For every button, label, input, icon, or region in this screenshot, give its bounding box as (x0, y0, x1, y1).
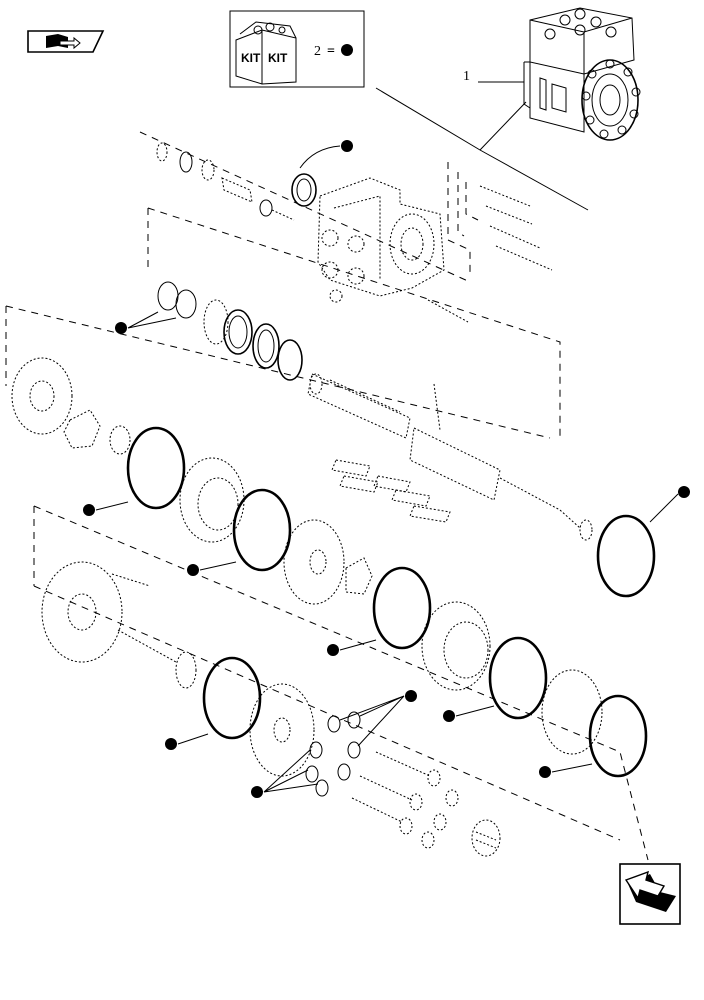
previous-page-button[interactable] (27, 30, 105, 53)
kit-equals: = (327, 44, 335, 59)
washers-top-bullet-icon (405, 690, 417, 702)
spool-group (5, 131, 593, 541)
oring-rotor-bullet-icon (187, 564, 199, 576)
oring-end-bullet-icon (539, 766, 551, 778)
oring-top-right-bullet-icon (678, 486, 690, 498)
oring-left-bullet-icon (83, 504, 95, 516)
end-cap-group (33, 506, 621, 857)
kit-box-icon: KIT KIT (235, 21, 297, 85)
kit-label-right: KIT (268, 51, 288, 65)
next-page-button[interactable] (619, 863, 681, 925)
oring-distributor-bullet-icon (327, 644, 339, 656)
oring-endcap-bullet-icon (165, 738, 177, 750)
item-1-number: 1 (463, 69, 470, 84)
washers-bottom-bullet-icon (251, 786, 263, 798)
oring-pair-bullet-icon (115, 322, 127, 334)
item-1-callout: 1 (463, 69, 524, 84)
kit-label-left: KIT (241, 51, 261, 65)
kit-number: 2 (314, 44, 321, 59)
seal-bullet-icon (341, 140, 353, 152)
steering-unit-assembly (523, 7, 641, 141)
arrow-forward-icon (624, 870, 676, 912)
metering-group (5, 306, 690, 861)
book-arrow-icon (46, 34, 81, 50)
oring-rotorset-bullet-icon (443, 710, 455, 722)
kit-bullet-icon (341, 44, 353, 56)
kit-legend-box: KIT KIT 2 = (229, 10, 365, 88)
